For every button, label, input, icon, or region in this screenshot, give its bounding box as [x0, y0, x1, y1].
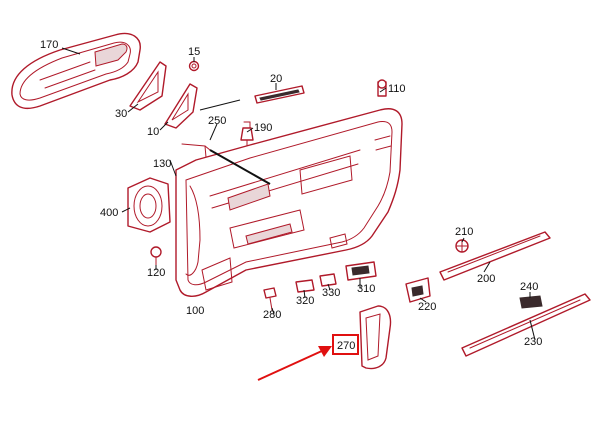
callout-250: 250 [208, 115, 226, 127]
part-190-push-clip[interactable] [240, 121, 254, 149]
callout-270: 270 [337, 340, 355, 352]
part-310-switch-housing[interactable] [345, 261, 377, 281]
part-400-speaker-grille[interactable] [127, 177, 171, 233]
callout-labels: 170 15 20 110 30 10 250 190 130 400 120 … [40, 39, 542, 352]
part-330-clip[interactable] [319, 273, 337, 287]
callout-240: 240 [520, 281, 538, 293]
part-210-round-clip[interactable] [455, 239, 469, 253]
callout-200: 200 [477, 273, 495, 285]
callout-130: 130 [153, 158, 171, 170]
callout-100: 100 [186, 305, 204, 317]
part-170-trim-cover[interactable] [11, 32, 141, 110]
callout-10: 10 [147, 126, 159, 138]
callout-310: 310 [357, 283, 375, 295]
callout-15: 15 [188, 46, 200, 58]
part-270-cover[interactable] [359, 305, 392, 370]
pointer-arrow-icon [257, 346, 332, 381]
part-10-mirror-trim[interactable] [164, 83, 198, 129]
part-320-clip[interactable] [295, 279, 315, 293]
part-120-screw[interactable] [150, 246, 162, 267]
part-110-clip[interactable] [377, 79, 387, 97]
leader-lines [61, 47, 536, 341]
callout-110: 110 [388, 83, 406, 95]
part-240-clip[interactable] [519, 295, 543, 309]
part-220-switch[interactable] [405, 277, 431, 303]
callout-210: 210 [455, 226, 473, 238]
part-30-triangle-cover[interactable] [129, 61, 167, 111]
callout-30: 30 [115, 108, 127, 120]
callout-320: 320 [296, 295, 314, 307]
callout-280: 280 [263, 309, 281, 321]
callout-400: 400 [100, 207, 118, 219]
part-200-trim-strip[interactable] [439, 231, 551, 281]
part-280-bolt[interactable] [263, 287, 277, 311]
callout-120: 120 [147, 267, 165, 279]
part-230-trim-strip[interactable] [461, 293, 591, 357]
part-15-clip[interactable] [188, 60, 200, 72]
highlight-box-270 [332, 334, 359, 355]
callout-220: 220 [418, 301, 436, 313]
callout-190: 190 [254, 122, 272, 134]
callout-230: 230 [524, 336, 542, 348]
part-100-door-panel[interactable] [175, 108, 403, 297]
callout-20: 20 [270, 73, 282, 85]
part-20-badge-strip[interactable] [254, 85, 305, 104]
callout-170: 170 [40, 39, 58, 51]
callout-330: 330 [322, 287, 340, 299]
